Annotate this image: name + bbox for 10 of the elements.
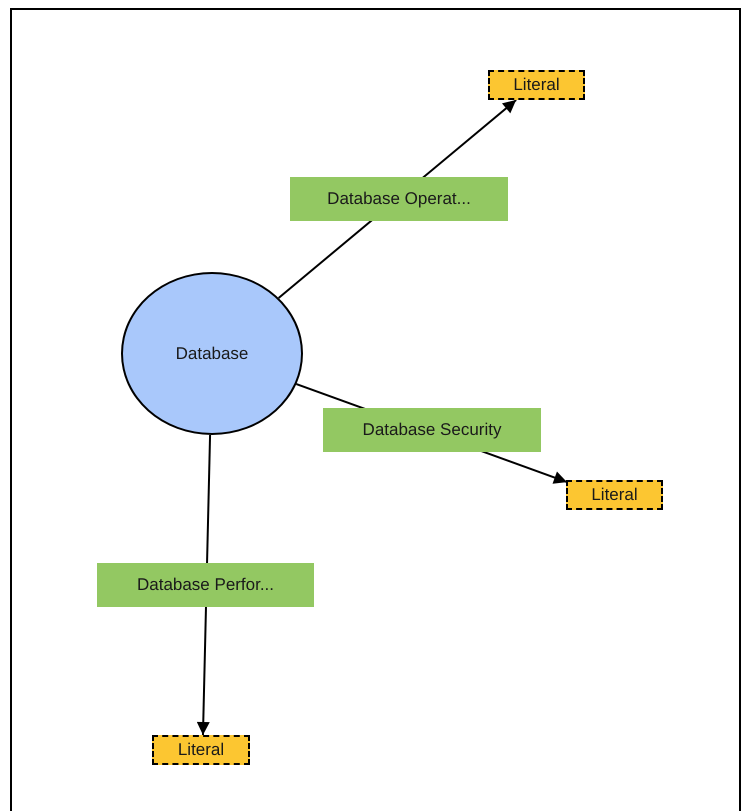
edge-label: Database Perfor... bbox=[97, 563, 314, 607]
node-label: Literal bbox=[591, 484, 638, 506]
edge-label: Database Security bbox=[323, 408, 541, 452]
edge-label: Database Operat... bbox=[290, 177, 508, 221]
node-label: Literal bbox=[178, 739, 224, 762]
node-label: Database bbox=[176, 342, 248, 365]
literal-box bbox=[152, 735, 250, 765]
literal-box bbox=[566, 480, 663, 510]
node-label: Literal bbox=[513, 74, 560, 96]
literal-box bbox=[488, 70, 585, 100]
